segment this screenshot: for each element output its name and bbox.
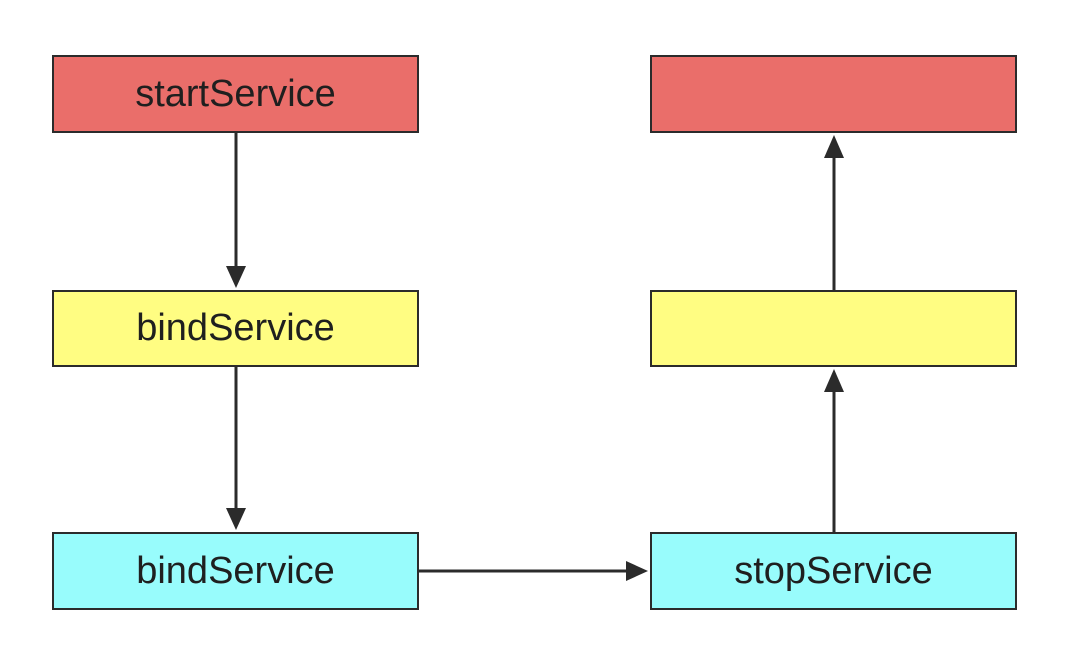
start-service-node: startService bbox=[52, 55, 419, 133]
bind-service-label-yellow: bindService bbox=[136, 307, 335, 349]
right-top-node bbox=[650, 55, 1017, 133]
arrow-bind2-to-stop bbox=[419, 561, 648, 581]
arrow-right-middle-to-right-top bbox=[824, 135, 844, 290]
right-middle-node bbox=[650, 290, 1017, 367]
start-service-label: startService bbox=[135, 72, 336, 115]
arrow-stop-to-right-middle bbox=[824, 369, 844, 532]
stop-service-label: stopService bbox=[734, 549, 933, 592]
stop-service-node: stopService bbox=[650, 532, 1017, 610]
bind-service-node-cyan: bindService bbox=[52, 532, 419, 610]
bind-service-label-cyan: bindService bbox=[136, 549, 335, 592]
bind-service-node-yellow: bindService bbox=[52, 290, 419, 367]
arrow-bind1-to-bind2 bbox=[226, 367, 246, 530]
arrow-start-to-bind1 bbox=[226, 133, 246, 288]
